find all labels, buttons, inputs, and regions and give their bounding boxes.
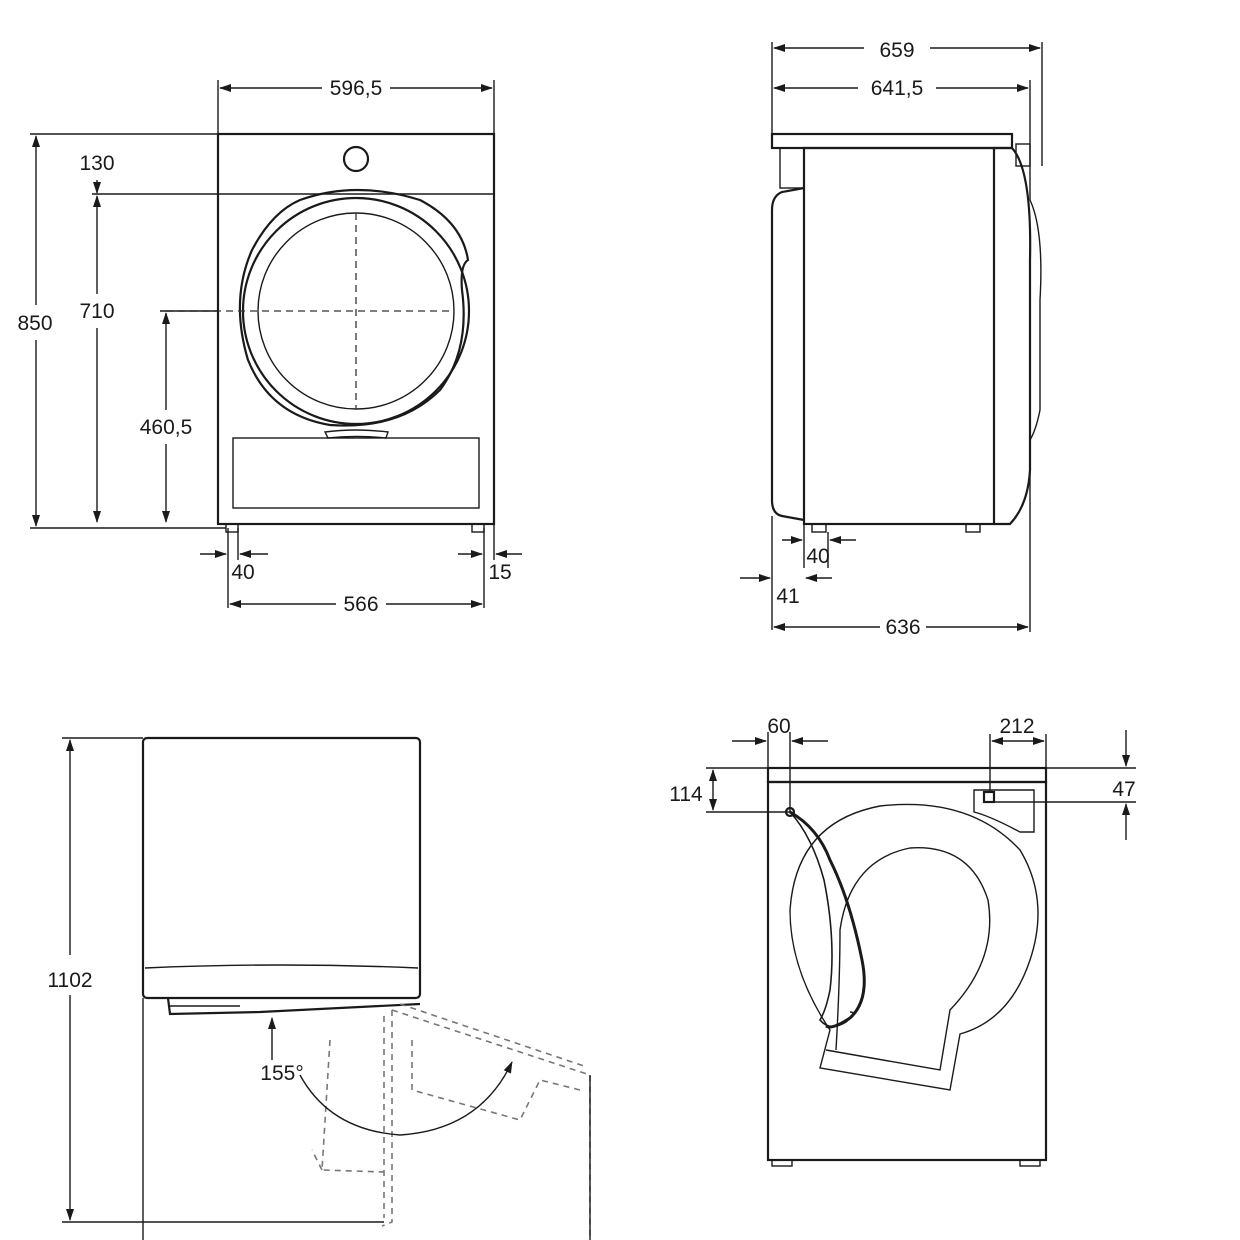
dim-foot-span: 566: [343, 593, 378, 616]
door-open-view: 155° 1102: [47, 736, 591, 1240]
dim-front-width: 596,5: [330, 77, 383, 100]
dim-top-panel: 130: [79, 152, 114, 175]
dim-opening-angle: 155°: [260, 1062, 303, 1085]
side-view: 659 641,5 40 41 636: [740, 39, 1043, 639]
dim-hose-height: 47: [1112, 778, 1135, 801]
top-view-body: [141, 736, 422, 1000]
front-cabinet: [216, 132, 496, 526]
dim-cable-offset: 60: [767, 715, 790, 738]
foot-right: [471, 523, 485, 533]
door-open-outline: [381, 1003, 591, 1240]
side-top-plate: [770, 132, 1014, 150]
dim-depth-top: 641,5: [871, 77, 924, 100]
dim-depth-overall: 659: [879, 39, 914, 62]
rear-top-plate: [766, 766, 1048, 784]
program-knob: [342, 145, 370, 173]
filter-panel: [232, 437, 480, 509]
side-back-panel: [994, 146, 1032, 526]
dim-foot-offset: 40: [806, 545, 829, 568]
dim-door-offset: 41: [776, 585, 799, 608]
power-cable: [789, 810, 866, 1029]
dim-door-center: 460,5: [140, 416, 193, 439]
front-view: 596,5 850 130 710 460,5 40 15: [17, 77, 522, 616]
rear-view: 60 114 212 47: [669, 715, 1136, 1167]
dim-foot-inset-right: 15: [488, 561, 511, 584]
side-body: [802, 146, 996, 526]
dim-depth-base: 636: [885, 616, 920, 639]
dim-hose-width: 212: [999, 715, 1034, 738]
door-outer: [238, 188, 470, 427]
rear-body: [766, 780, 1048, 1162]
dim-door-top: 710: [79, 300, 114, 323]
dim-cable-height: 114: [669, 783, 703, 806]
dim-foot-inset-left: 40: [231, 561, 254, 584]
hose-outlet: [982, 790, 996, 804]
dim-height-open: 1102: [47, 969, 92, 992]
rear-drum-outline: [789, 803, 1039, 1091]
dim-total-height: 850: [17, 312, 52, 335]
